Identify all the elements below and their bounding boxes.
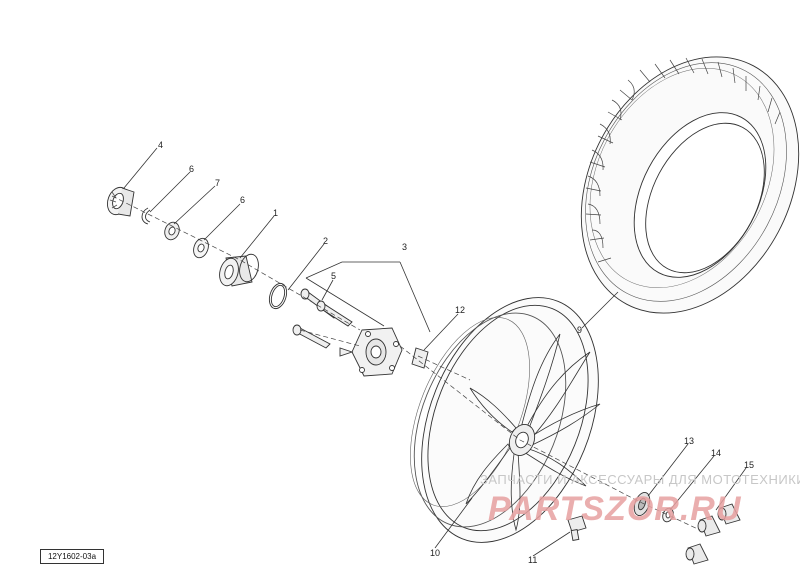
diagram-reference-code: 12Y1602-03a xyxy=(40,549,104,564)
part-14-washer xyxy=(662,507,674,523)
part-7-nut xyxy=(164,221,180,241)
part-6-washer xyxy=(193,237,209,259)
watermark-tagline: ЗАПЧАСТИ И АКСЕССУАРЫ ДЛЯ МОТОТЕХНИКИ xyxy=(480,472,800,487)
watermark: ЗАПЧАСТИ И АКСЕССУАРЫ ДЛЯ МОТОТЕХНИКИ PA… xyxy=(480,472,800,528)
part-1-bearing xyxy=(219,253,259,287)
part-13-center-cap xyxy=(633,492,651,516)
callout-12: 12 xyxy=(455,305,465,315)
callout-13: 13 xyxy=(684,436,694,446)
part-15-lug-nuts xyxy=(685,503,741,565)
part-12-spacer xyxy=(411,347,429,369)
callout-3: 3 xyxy=(402,242,407,252)
part-2-snap-ring xyxy=(268,282,288,310)
part-5-screws xyxy=(292,288,353,349)
callout-8: 6 xyxy=(189,164,194,174)
axis-lines xyxy=(111,195,701,531)
callout-2: 2 xyxy=(323,236,328,246)
wheel-rim xyxy=(410,297,601,543)
callout-9: 9 xyxy=(577,325,582,335)
callout-11: 11 xyxy=(528,555,537,565)
watermark-site: PARTSZOR.RU xyxy=(488,490,742,528)
leader-lines xyxy=(123,147,747,557)
part-11-valve-stem xyxy=(567,515,587,541)
callout-14: 14 xyxy=(711,448,721,458)
part-3-hub-flange xyxy=(339,327,403,377)
part-8-circlip xyxy=(141,207,151,225)
callout-4: 4 xyxy=(158,140,163,150)
callout-1: 1 xyxy=(273,208,278,218)
callout-15: 15 xyxy=(744,460,754,470)
callout-10: 10 xyxy=(430,548,440,558)
callout-numbers: 4 6 7 6 1 2 3 5 12 9 13 14 15 10 11 xyxy=(158,140,754,565)
part-4-cone-nut xyxy=(107,186,135,217)
callout-7: 7 xyxy=(215,178,220,188)
callout-6: 6 xyxy=(240,195,245,205)
callout-5: 5 xyxy=(331,271,336,281)
tire xyxy=(580,56,800,314)
bracket-3 xyxy=(305,261,431,333)
